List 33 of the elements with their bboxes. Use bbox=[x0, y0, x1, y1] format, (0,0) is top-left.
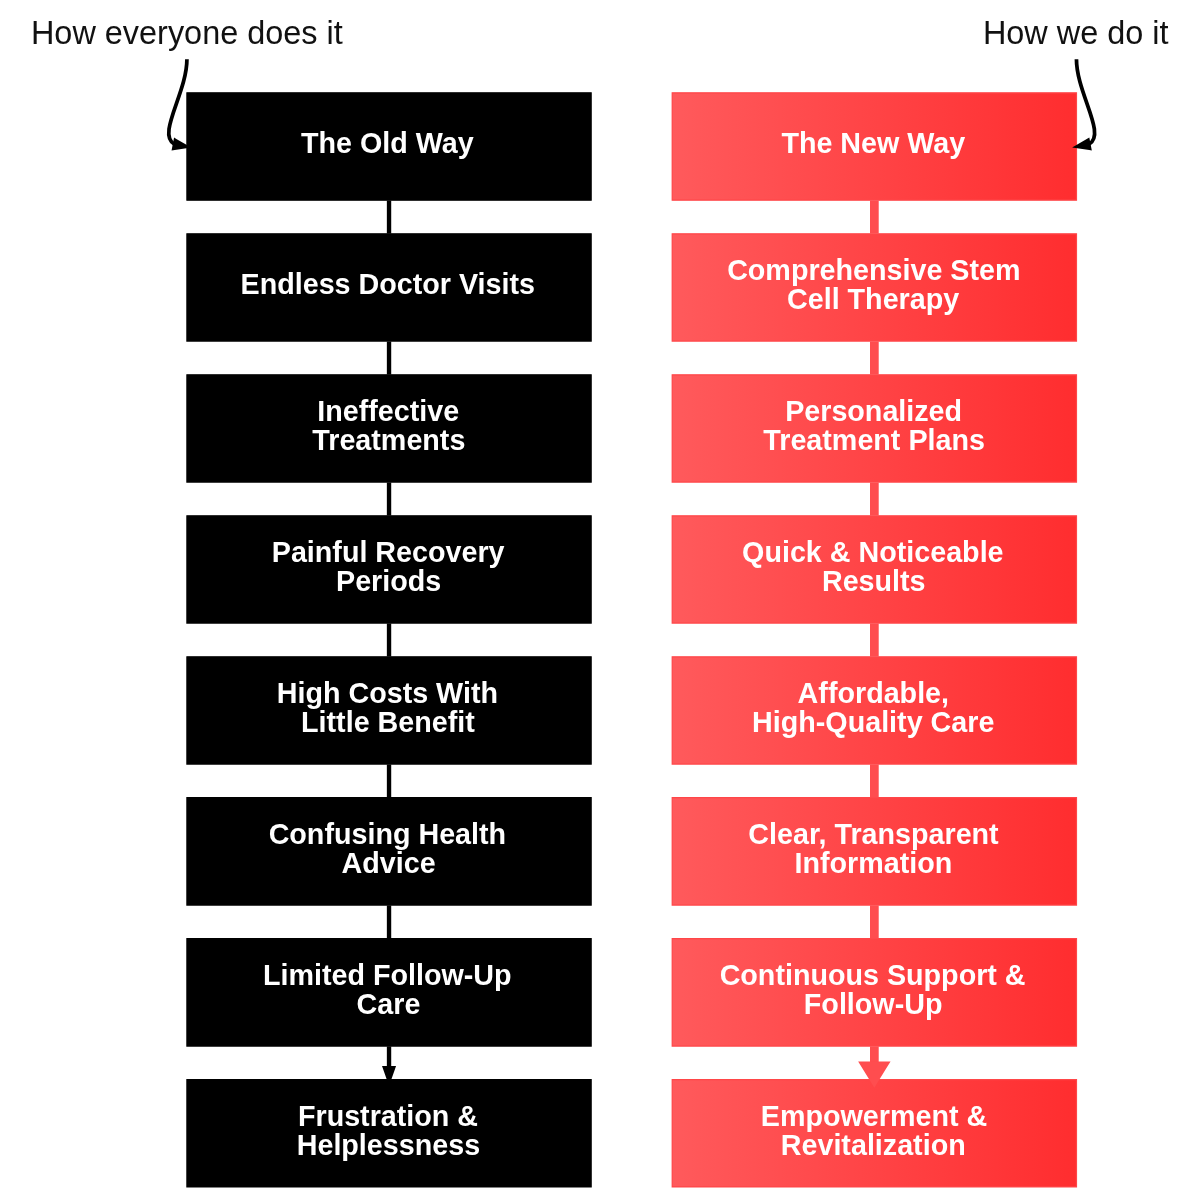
connector bbox=[386, 482, 391, 516]
node-text: How we do it bbox=[982, 14, 1168, 51]
connector bbox=[869, 341, 879, 375]
node-box: The New Way bbox=[671, 92, 1077, 201]
connector bbox=[386, 764, 391, 798]
connector bbox=[386, 200, 391, 234]
connector bbox=[869, 623, 879, 657]
node-box: The Old Way bbox=[185, 92, 592, 201]
arrow bbox=[1071, 59, 1096, 151]
node-box: Empowerment & Revitalization bbox=[671, 1079, 1077, 1188]
arrow bbox=[166, 59, 191, 151]
connector bbox=[869, 200, 879, 234]
node-box: Ineffective Treatments bbox=[185, 374, 592, 483]
node-box: Confusing Health Advice bbox=[185, 797, 592, 906]
connector bbox=[386, 905, 391, 939]
connector bbox=[386, 623, 391, 657]
node-box: Continuous Support & Follow-Up bbox=[671, 938, 1077, 1047]
node-box: High Costs With Little Benefit bbox=[185, 656, 592, 765]
arrow bbox=[857, 1046, 891, 1088]
node-box: Painful Recovery Periods bbox=[185, 515, 592, 624]
node-text: How everyone does it bbox=[30, 14, 343, 51]
node-box: Comprehensive Stem Cell Therapy bbox=[671, 233, 1077, 342]
connector bbox=[869, 764, 879, 798]
connector bbox=[869, 905, 879, 939]
connector bbox=[386, 341, 391, 375]
connector bbox=[869, 482, 879, 516]
node-box: Affordable, High-Quality Care bbox=[671, 656, 1077, 765]
node-box: Limited Follow-Up Care bbox=[185, 938, 592, 1047]
node-box: Quick & Noticeable Results bbox=[671, 515, 1077, 624]
node-box: Frustration & Helplessness bbox=[185, 1079, 592, 1188]
node-box: Endless Doctor Visits bbox=[185, 233, 592, 342]
node-box: Personalized Treatment Plans bbox=[671, 374, 1077, 483]
node-box: Clear, Transparent Information bbox=[671, 797, 1077, 906]
